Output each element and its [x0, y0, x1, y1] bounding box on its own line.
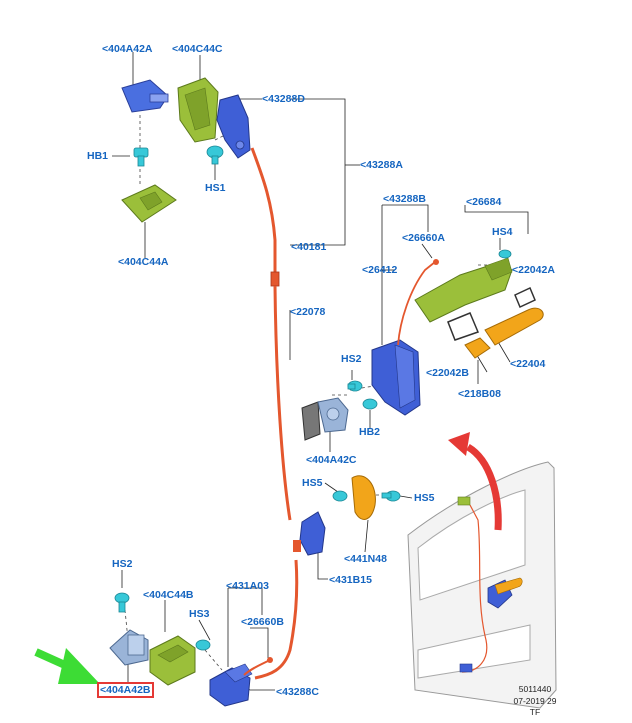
handle-441N48 [351, 475, 376, 520]
green-pointer-arrow [34, 648, 100, 684]
label-HB2: HB2 [359, 426, 381, 438]
label-43288C: <43288C [276, 686, 319, 698]
screw-HS1 [206, 145, 224, 165]
label-HS2-top: HS2 [341, 353, 362, 365]
label-218B08: <218B08 [458, 388, 501, 400]
label-40181: <40181 [291, 241, 327, 253]
rod-26660A [397, 259, 439, 346]
label-22404: <22404 [510, 358, 546, 370]
bracket-404C44B [149, 635, 196, 686]
latch-431B15 [293, 511, 326, 556]
gasket-22042A [514, 286, 536, 309]
latch-43288C [209, 663, 253, 707]
screw-HS2-bottom [114, 592, 130, 613]
label-HB1: HB1 [87, 150, 109, 162]
screw-HS5-right [381, 490, 401, 502]
rod-26660B [243, 657, 273, 676]
label-43288A: <43288A [360, 159, 403, 171]
bracket-404C44A [121, 184, 177, 223]
lock-26412 [371, 339, 421, 416]
label-HS5-right: HS5 [414, 492, 435, 504]
screw-HS3 [195, 639, 211, 651]
label-404C44C: <404C44C [172, 43, 223, 55]
label-441N48: <441N48 [344, 553, 387, 565]
label-26660B: <26660B [241, 616, 284, 628]
bolt-HB2 [362, 398, 378, 410]
label-22042A: <22042A [512, 264, 555, 276]
gasket-22078 [301, 401, 321, 441]
cap-218B08 [464, 337, 491, 359]
label-HS1: HS1 [205, 182, 226, 194]
label-26684: <26684 [466, 196, 502, 208]
diagram-author: TF [529, 707, 541, 717]
label-431A03: <431A03 [226, 580, 269, 592]
hinge-404A42B [109, 629, 149, 666]
bolt-HB1 [133, 147, 149, 167]
hinge-404A42A [121, 79, 169, 113]
label-404C44B: <404C44B [143, 589, 194, 601]
label-HS4: HS4 [492, 226, 513, 238]
label-404A42B-highlighted: <404A42B [97, 682, 154, 698]
hinge-404A42C [317, 397, 349, 433]
screw-HS5-left [332, 490, 348, 502]
label-22078: <22078 [290, 306, 326, 318]
label-HS5-left: HS5 [302, 477, 323, 489]
diagram-date: 07-2019 29 [513, 696, 557, 706]
label-43288D: <43288D [262, 93, 305, 105]
diagram-code: 5011440 [518, 684, 552, 694]
label-22042B: <22042B [426, 367, 469, 379]
label-HS3: HS3 [189, 608, 210, 620]
handle-frame-26684 [414, 257, 513, 323]
handle-22404 [484, 307, 544, 346]
label-404A42A: <404A42A [102, 43, 153, 55]
cable-40181 [250, 147, 299, 680]
label-431B15: <431B15 [329, 574, 372, 586]
label-26660A: <26660A [402, 232, 445, 244]
label-26412: <26412 [362, 264, 398, 276]
leader-lines [112, 52, 529, 691]
screw-HS2-top [347, 380, 363, 392]
gasket-22042B-frame [447, 312, 480, 341]
label-404C44A: <404C44A [118, 256, 169, 268]
label-43288B: <43288B [383, 193, 426, 205]
screw-HS4 [498, 249, 512, 259]
bracket-404C44C [177, 77, 219, 143]
label-HS2-bottom: HS2 [112, 558, 133, 570]
red-curved-arrow [448, 432, 502, 531]
latch-43288D [216, 94, 251, 159]
label-404A42C: <404A42C [306, 454, 357, 466]
